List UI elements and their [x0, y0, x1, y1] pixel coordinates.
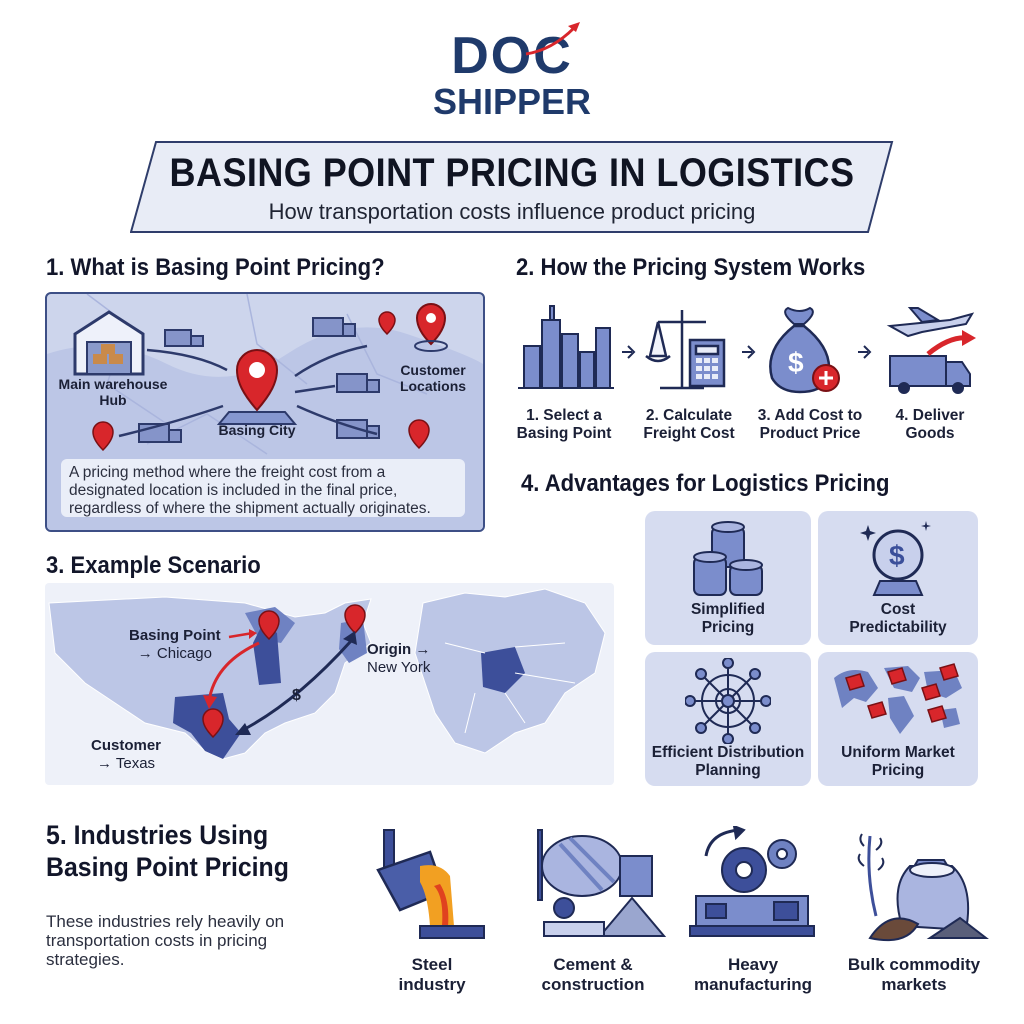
crystal-ball-icon: $	[860, 521, 931, 596]
definition-text: A pricing method where the freight cost …	[69, 464, 431, 517]
advantage-tile-simplified: Simplified Pricing	[645, 511, 811, 645]
customer-pin-icon	[414, 303, 448, 352]
coin-stacks-icon	[693, 521, 763, 596]
page-subtitle: How transportation costs influence produ…	[268, 199, 756, 224]
customer-title: Customer	[91, 737, 162, 754]
industries-note: These industries rely heavily on transpo…	[46, 912, 285, 969]
warehouse-label: Main warehouse Hub	[58, 376, 168, 408]
advantage-tile-uniform: Uniform Market Pricing	[818, 652, 978, 786]
scale-calculator-icon	[645, 310, 726, 390]
industry-commodity-label: Bulk commodity markets	[847, 955, 981, 994]
warehouse-icon	[73, 310, 145, 376]
freight-dollar-label: $	[292, 687, 301, 704]
plane-truck-icon	[886, 307, 976, 394]
step-2-label: 2. Calculate Freight Cost	[643, 407, 735, 442]
step-4-label: 4. Deliver Goods	[895, 407, 965, 442]
logo-line-2: SHIPPER	[432, 81, 592, 122]
origin-city: New York	[367, 659, 431, 676]
industry-manufacturing-label: Heavy manufacturing	[693, 955, 813, 994]
section-3-heading: 3. Example Scenario	[46, 552, 261, 579]
svg-text:$: $	[889, 540, 905, 571]
advantage-tile-predictability: $ Cost Predictability	[818, 511, 978, 645]
industries-icons	[376, 826, 989, 942]
advantage-label: Simplified Pricing	[690, 601, 766, 636]
title-banner: BASING POINT PRICING IN LOGISTICS How tr…	[130, 141, 894, 233]
world-price-tags-icon	[834, 663, 962, 734]
grain-sack-icon	[857, 833, 989, 942]
svg-text:$: $	[788, 347, 804, 378]
section-5-heading-line-2: Basing Point Pricing	[46, 852, 289, 882]
basing-city-label: Basing City	[218, 422, 296, 438]
logo-line-1: DOC	[451, 27, 573, 85]
definition-box: A pricing method where the freight cost …	[61, 459, 465, 517]
customer-pin-small-icon	[408, 419, 430, 450]
customer-pin-small-icon	[378, 311, 396, 336]
docshipper-logo: DOC SHIPPER	[400, 22, 624, 130]
advantage-label: Uniform Market Pricing	[841, 744, 955, 779]
industry-cement-label: Cement & construction	[541, 955, 645, 994]
usa-europe-map	[48, 588, 606, 760]
basing-point-map-card: Main warehouse Hub Basing City Customer …	[45, 292, 485, 532]
basing-city-pin-icon	[216, 349, 298, 425]
network-icon	[685, 658, 771, 744]
section-2-heading: 2. How the Pricing System Works	[516, 254, 866, 281]
texas-pin-icon	[202, 708, 224, 739]
new-york-pin-icon	[344, 604, 366, 635]
origin-label: Origin → New York	[367, 641, 430, 677]
money-bag-plus-icon: $	[769, 306, 840, 394]
page-title: BASING POINT PRICING IN LOGISTICS	[169, 151, 855, 195]
chicago-pin-icon	[258, 610, 280, 641]
industry-steel-label: Steel industry	[398, 955, 466, 994]
customer-label: Customer → Texas	[91, 737, 161, 773]
section-5-heading-line-1: 5. Industries Using	[46, 820, 269, 850]
basing-point-title: Basing Point	[129, 627, 221, 644]
basing-point-label: Basing Point → Chicago	[129, 627, 221, 663]
customer-pin-small-icon	[92, 421, 114, 452]
steel-ladle-icon	[376, 829, 485, 939]
section-4-heading: 4. Advantages for Logistics Pricing	[521, 470, 890, 497]
step-1-label: 1. Select a Basing Point	[516, 407, 612, 442]
advantage-tile-distribution: Efficient Distribution Planning	[645, 652, 811, 786]
basing-point-city: → Chicago	[137, 645, 212, 662]
city-skyline-icon	[518, 305, 614, 389]
advantage-label: Cost Predictability	[849, 601, 947, 636]
cement-mixer-icon	[537, 829, 667, 937]
gears-machine-icon	[689, 826, 815, 937]
customer-locations-label: Customer Locations	[399, 362, 467, 394]
section-1-heading: 1. What is Basing Point Pricing?	[46, 254, 385, 281]
step-3-label: 3. Add Cost to Product Price	[757, 407, 863, 442]
origin-title: Origin →	[367, 641, 431, 658]
customer-state: → Texas	[96, 755, 156, 772]
pricing-steps-icons: $	[518, 305, 976, 394]
advantage-label: Efficient Distribution Planning	[651, 744, 805, 779]
example-scenario-map: Basing Point → Chicago Origin → New York…	[45, 583, 614, 785]
banner-shape	[130, 141, 894, 233]
logo-plane-icon	[525, 22, 580, 56]
